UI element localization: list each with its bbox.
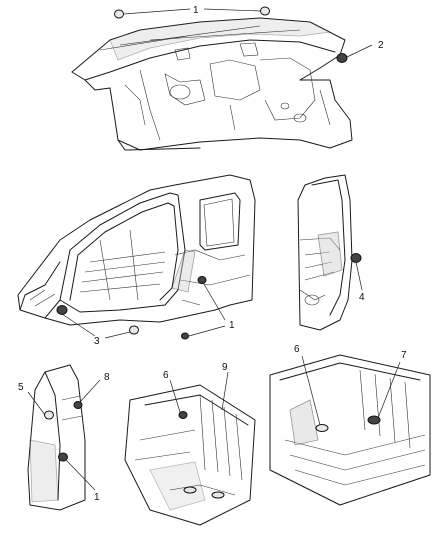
callout-6-box: 6: [294, 344, 300, 355]
plug-2-icon: [336, 53, 348, 63]
plug-1e-icon: [58, 452, 68, 462]
callout-9: 9: [222, 362, 228, 373]
callout-1-cab: 1: [229, 320, 235, 331]
plug-bed-a-icon: [183, 486, 197, 494]
pillar-bottom-view: [27, 364, 101, 511]
plug-3a-icon: [56, 305, 68, 315]
plug-7-icon: [367, 415, 381, 425]
plug-bed-b-icon: [211, 491, 225, 499]
bed-floor-view: [269, 354, 431, 506]
dash-panel-view: [71, 6, 373, 151]
plug-1d-icon: [181, 332, 189, 340]
cab-body-view: [17, 174, 256, 340]
plug-1b-icon: [260, 6, 270, 16]
callout-7: 7: [401, 350, 407, 361]
plug-1c-icon: [197, 276, 207, 284]
plug-3b-icon: [129, 325, 139, 335]
callout-1-top: 1: [193, 5, 199, 16]
bed-front-view: [124, 371, 256, 526]
plug-8-icon: [73, 401, 83, 409]
plug-1a-icon: [114, 9, 124, 19]
callout-8: 8: [104, 372, 110, 383]
callout-6-bed: 6: [163, 370, 169, 381]
plug-5-icon: [44, 410, 54, 420]
callout-2: 2: [378, 40, 384, 51]
callout-4: 4: [359, 292, 365, 303]
plug-6b-icon: [315, 424, 329, 432]
callout-5: 5: [18, 382, 24, 393]
callout-3: 3: [94, 336, 100, 347]
plug-6a-icon: [178, 411, 188, 419]
plug-4-icon: [350, 253, 362, 263]
door-pillar-view: [297, 174, 363, 331]
callout-1-pillar: 1: [94, 492, 100, 503]
